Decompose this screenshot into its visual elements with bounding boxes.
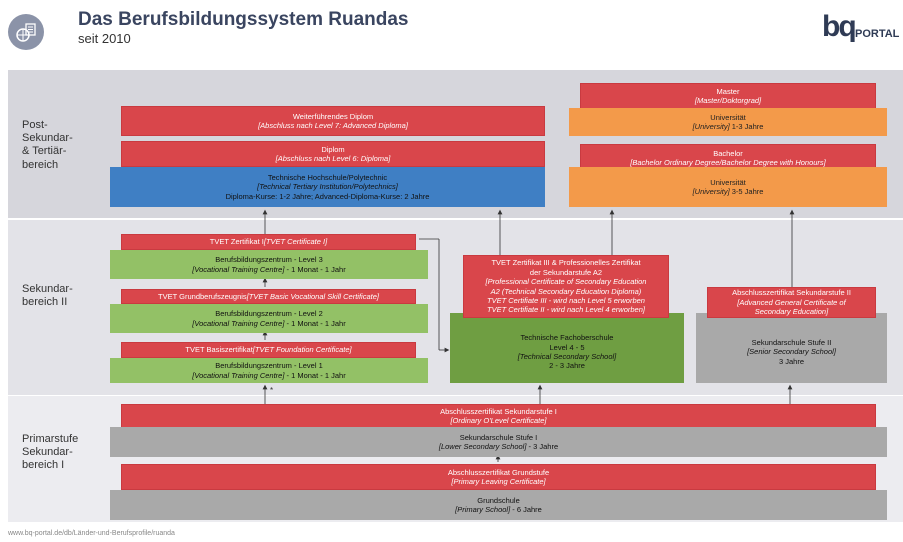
footnote-marker: * xyxy=(270,386,274,395)
box-label-en: [Primary School] xyxy=(455,505,511,514)
box-label: Bachelor xyxy=(713,148,743,158)
box-abschlusszertifikat-grundstufe: Abschlusszertifikat Grundstufe [Primary … xyxy=(121,464,876,490)
header-globe-icon xyxy=(8,14,44,50)
box-label-en: [Bachelor Ordinary Degree/Bachelor Degre… xyxy=(630,158,826,167)
box-label: Berufsbildungszentrum - Level 3 xyxy=(215,255,323,265)
box-duration: - 3 Jahre xyxy=(526,442,559,451)
box-label: Abschlusszertifikat Sekundarstufe I xyxy=(440,406,557,416)
box-label: Universität xyxy=(710,177,746,187)
bq-portal-logo: bq PORTAL xyxy=(822,10,902,52)
box-tvet-zertifikat-1: TVET Zertifikat I [TVET Certificate I] xyxy=(121,234,416,250)
page-subtitle: seit 2010 xyxy=(78,31,131,46)
box-label: Diplom xyxy=(321,144,345,154)
page-title: Das Berufsbildungssystem Ruandas xyxy=(78,9,409,30)
box-diplom: Diplom [Abschluss nach Level 6: Diploma] xyxy=(121,141,545,167)
box-duration: - 1 Monat - 1 Jahr xyxy=(284,318,346,328)
box-label: Weiterführendes Diplom xyxy=(292,111,374,121)
box-duration: 2 - 3 Jahre xyxy=(549,361,585,371)
box-label-en: [Master/Doktorgrad] xyxy=(694,96,762,105)
box-grundschule: Grundschule [Primary School] - 6 Jahre xyxy=(110,490,887,520)
box-label-en: [University] xyxy=(692,187,730,196)
box-label: Berufsbildungszentrum - Level 2 xyxy=(215,309,323,319)
section-label-post: Post- Sekundar- & Tertiär- bereich xyxy=(22,119,73,171)
box-label: Technische Fachoberschule xyxy=(520,333,614,343)
box-technische-fachoberschule: Technische Fachoberschule Level 4 - 5 [T… xyxy=(450,313,684,383)
box-label: Grundschule xyxy=(477,495,520,505)
logo-word: PORTAL xyxy=(855,28,900,40)
box-duration: 1-3 Jahre xyxy=(729,122,764,131)
box-label-en: [Vocational Training Centre] xyxy=(192,264,285,274)
box-label-en: [TVET Certificate I] xyxy=(263,237,328,247)
box-note-level4: TVET Certifiate II - wird nach Level 4 e… xyxy=(487,305,645,315)
box-label-en: [Lower Secondary School] xyxy=(438,442,527,451)
box-label-en: [Ordinary O'Level Certificate] xyxy=(450,416,547,425)
box-berufsbildungszentrum-1: Berufsbildungszentrum - Level 1 [Vocatio… xyxy=(110,358,428,383)
box-abschlusszertifikat-sek-2: Abschlusszertifikat Sekundarstufe II [Ad… xyxy=(707,287,876,318)
footer-source-url[interactable]: www.bq-portal.de/db/Länder-und-Berufspro… xyxy=(8,530,175,537)
box-tvet-basiszertifikat: TVET Basiszertifikat [TVET Foundation Ce… xyxy=(121,342,416,358)
box-label-en: [Professional Certificate of Secondary E… xyxy=(485,277,647,287)
box-note-level5: TVET Certifiate III - wird nach Level 5 … xyxy=(487,295,645,305)
box-label: TVET Zertifikat III & Professionelles Ze… xyxy=(491,258,641,268)
box-label-en: [Advanced General Certificate of xyxy=(737,297,846,307)
box-berufsbildungszentrum-3: Berufsbildungszentrum - Level 3 [Vocatio… xyxy=(110,250,428,279)
box-label-en: [TVET Foundation Certificate] xyxy=(252,345,352,355)
box-master: Master [Master/Doktorgrad] xyxy=(580,83,876,109)
logo-mark: bq xyxy=(822,10,857,43)
box-label-en: [Primary Leaving Certificate] xyxy=(451,477,546,486)
box-tvet-grundberufszeugnis: TVET Grundberufszeugnis [TVET Basic Voca… xyxy=(121,289,416,304)
box-label: Abschlusszertifikat Sekundarstufe II xyxy=(732,288,851,298)
box-label-en-2: A2 (Technical Secondary Education Diplom… xyxy=(490,286,642,296)
box-label: Master xyxy=(716,86,740,96)
box-label: TVET Grundberufszeugnis xyxy=(158,291,247,301)
box-duration: - 1 Monat - 1 Jahr xyxy=(284,370,346,380)
box-label-en: [Abschluss nach Level 6: Diploma] xyxy=(275,154,391,163)
box-sekundarschule-stufe-1: Sekundarschule Stufe I [Lower Secondary … xyxy=(110,427,887,457)
box-duration: 3-5 Jahre xyxy=(729,187,764,196)
box-sekundarschule-stufe-2: Sekundarschule Stufe II [Senior Secondar… xyxy=(696,313,887,383)
box-tvet-zertifikat-3: TVET Zertifikat III & Professionelles Ze… xyxy=(463,255,669,318)
box-label-en-2: Secondary Education] xyxy=(754,307,829,317)
box-label-en: [Technical Tertiary Institution/Polytech… xyxy=(257,182,398,192)
box-berufsbildungszentrum-2: Berufsbildungszentrum - Level 2 [Vocatio… xyxy=(110,304,428,333)
box-duration: - 6 Jahre xyxy=(510,505,542,514)
box-level: Level 4 - 5 xyxy=(549,342,585,352)
box-label: Sekundarschule Stufe II xyxy=(751,337,832,347)
box-label: TVET Basiszertifikat xyxy=(185,345,253,355)
box-label: TVET Zertifikat I xyxy=(209,237,264,247)
box-abschlusszertifikat-sek-1: Abschlusszertifikat Sekundarstufe I [Ord… xyxy=(121,404,876,428)
section-label-sek2: Sekundar- bereich II xyxy=(22,283,73,309)
box-universitaet-1-3: Universität [University] 1-3 Jahre xyxy=(569,108,887,136)
box-label-en: [Abschluss nach Level 7: Advanced Diplom… xyxy=(258,121,408,130)
box-technische-hochschule: Technische Hochschule/Polytechnic [Techn… xyxy=(110,167,545,207)
box-label-en: [Technical Secondary School] xyxy=(517,352,617,361)
box-label-en: [Senior Secondary School] xyxy=(747,347,836,357)
box-label-en: [TVET Basic Vocational Skill Certificate… xyxy=(246,291,379,301)
box-universitaet-3-5: Universität [University] 3-5 Jahre xyxy=(569,167,887,207)
box-duration: 3 Jahre xyxy=(778,356,805,366)
box-duration: Diploma-Kurse: 1-2 Jahre; Advanced-Diplo… xyxy=(225,191,430,201)
box-label: Berufsbildungszentrum - Level 1 xyxy=(215,361,323,371)
box-duration: - 1 Monat - 1 Jahr xyxy=(284,264,346,274)
box-weiterfuehrendes-diplom: Weiterführendes Diplom [Abschluss nach L… xyxy=(121,106,545,136)
box-label-en: [Vocational Training Centre] xyxy=(192,318,285,328)
box-label: Sekundarschule Stufe I xyxy=(459,432,538,442)
box-label: Technische Hochschule/Polytechnic xyxy=(267,172,388,182)
box-label: Abschlusszertifikat Grundstufe xyxy=(447,467,550,477)
box-label-en: [University] xyxy=(692,122,730,131)
box-label-2: der Sekundarstufe A2 xyxy=(529,267,603,277)
section-label-prim: Primarstufe Sekundar- bereich I xyxy=(22,433,79,472)
box-label: Universität xyxy=(710,112,746,122)
box-label-en: [Vocational Training Centre] xyxy=(192,370,285,380)
